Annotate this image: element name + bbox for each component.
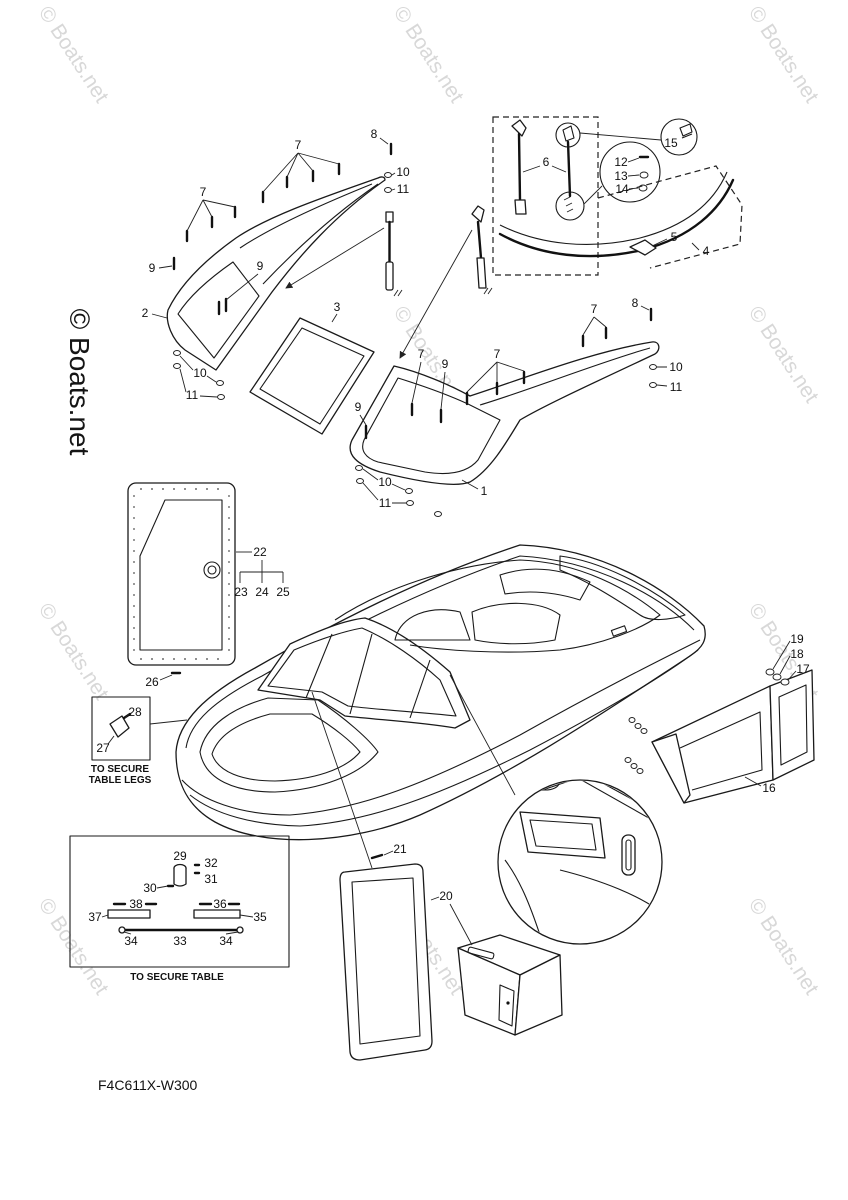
access-panel (127, 482, 236, 666)
bolts-left-panel (172, 142, 393, 400)
watermark: © Boats.net (744, 2, 823, 107)
diagram-code: F4C611X-W300 (98, 1077, 198, 1093)
callout-10: 10 (396, 165, 410, 179)
windshield-side-panel-left (166, 176, 386, 371)
callout-34: 34 (124, 934, 138, 948)
callout-32: 32 (204, 856, 218, 870)
callout-9: 9 (442, 357, 449, 371)
callout-9: 9 (257, 259, 264, 273)
callout-16: 16 (762, 781, 776, 795)
callout-15: 15 (664, 136, 678, 150)
note-table: TO SECURE TABLE (130, 972, 224, 983)
callout-8: 8 (632, 296, 639, 310)
arrow-to-left-panel (285, 227, 385, 289)
callout-11: 11 (397, 182, 410, 196)
callout-37: 37 (88, 910, 102, 924)
callout-4: 4 (703, 244, 710, 258)
callout-7: 7 (200, 185, 207, 199)
callout-18: 18 (790, 647, 804, 661)
callout-17: 17 (796, 662, 810, 676)
callout-23: 23 (234, 585, 248, 599)
callout-35: 35 (253, 910, 267, 924)
window-panel (249, 317, 375, 435)
callout-34: 34 (219, 934, 233, 948)
storage-detail-circle (497, 779, 663, 945)
note-table-legs-line1: TO SECURE (91, 764, 149, 775)
callout-26: 26 (145, 675, 159, 689)
watermark: © Boats.net (744, 302, 823, 407)
callout-14: 14 (615, 182, 629, 196)
callout-19: 19 (790, 632, 804, 646)
callout-22: 22 (253, 545, 267, 559)
callout-30: 30 (143, 881, 157, 895)
callout-31: 31 (204, 872, 218, 886)
callout-25: 25 (276, 585, 290, 599)
callout-8: 8 (371, 127, 378, 141)
clip-detail-circle (579, 118, 698, 156)
callout-20: 20 (439, 889, 453, 903)
callout-2: 2 (142, 306, 149, 320)
leader-cushion (311, 691, 373, 869)
callout-10: 10 (669, 360, 683, 374)
gas-strut-right (471, 205, 493, 295)
callout-11: 11 (186, 388, 199, 402)
gas-strut-left (385, 211, 403, 297)
callout-11: 11 (379, 496, 392, 510)
callout-9: 9 (149, 261, 156, 275)
arrow-to-right-panel (399, 229, 473, 359)
strut-detail-box (492, 116, 599, 276)
watermark-large: © Boats.net (64, 309, 95, 456)
callout-13: 13 (614, 169, 628, 183)
watermark: © Boats.net (34, 599, 113, 704)
callout-28: 28 (128, 705, 142, 719)
callout-9: 9 (355, 400, 362, 414)
callout-21: 21 (393, 842, 407, 856)
callout-33: 33 (173, 934, 187, 948)
bolts-right-panel (355, 307, 657, 517)
cushion-screw (370, 853, 384, 860)
callout-3: 3 (334, 300, 341, 314)
callout-7: 7 (591, 302, 598, 316)
callout-10: 10 (378, 475, 392, 489)
callout-7: 7 (295, 138, 302, 152)
note-table-legs-line2: TABLE LEGS (89, 775, 152, 786)
cushion-panel (339, 863, 433, 1061)
rail-bracket (629, 239, 657, 256)
box-fasteners (624, 668, 790, 774)
callout-1: 1 (481, 484, 488, 498)
table-hardware-detail (69, 835, 290, 968)
callout-5: 5 (671, 230, 678, 244)
callout-10: 10 (193, 366, 207, 380)
callout-12: 12 (614, 155, 628, 169)
console-cabinet (457, 934, 563, 1036)
callout-7: 7 (494, 347, 501, 361)
callout-7: 7 (418, 347, 425, 361)
watermark: © Boats.net (34, 2, 113, 107)
callouts: 1 2 3 4 5 6 7 7 7 7 7 8 8 9 9 9 9 10 10 … (88, 127, 810, 948)
watermark: © Boats.net (744, 894, 823, 999)
callout-11: 11 (670, 380, 683, 394)
leader-detail-circle (449, 674, 516, 796)
leader-lines (101, 137, 797, 946)
callout-6: 6 (543, 155, 550, 169)
watermark: © Boats.net (389, 2, 468, 107)
hardware-detail-circle (583, 141, 661, 205)
windshield-side-panel-right (349, 341, 660, 486)
callout-36: 36 (213, 897, 227, 911)
callout-38: 38 (129, 897, 143, 911)
leader-table-legs (149, 719, 188, 725)
callout-24: 24 (255, 585, 269, 599)
callout-29: 29 (173, 849, 187, 863)
boat-hull (175, 544, 706, 841)
storage-box (651, 669, 815, 804)
callout-27: 27 (96, 741, 110, 755)
